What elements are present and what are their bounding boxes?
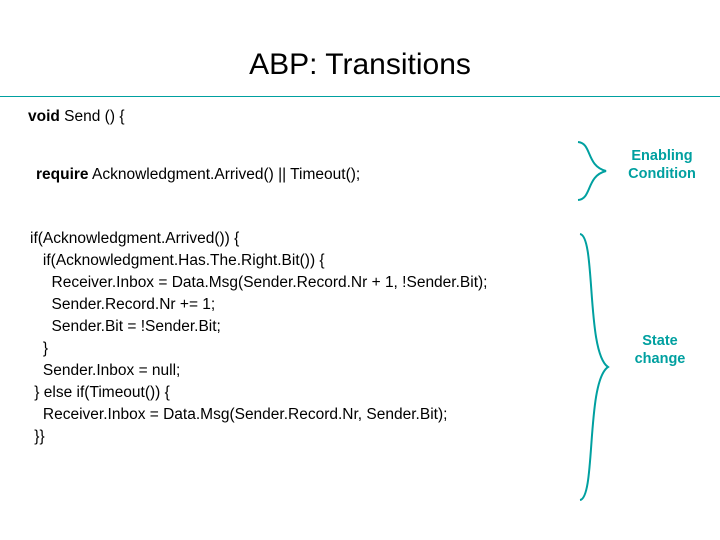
- callout-state-line1: State: [642, 333, 678, 349]
- page-title: ABP: Transitions: [249, 48, 471, 81]
- callout-state-change: State change: [612, 332, 708, 368]
- state-change-brace: [579, 233, 610, 501]
- enabling-brace: [577, 141, 607, 201]
- callout-state-line2: change: [634, 351, 686, 367]
- keyword-require: require: [36, 166, 89, 183]
- callout-enabling-condition: Enabling Condition: [608, 147, 716, 183]
- keyword-void: void: [28, 108, 60, 125]
- require-rest: Acknowledgment.Arrived() || Timeout();: [88, 166, 361, 183]
- code-block-body: if(Acknowledgment.Arrived()) { if(Acknow…: [30, 230, 488, 445]
- title-divider: [0, 96, 720, 97]
- code-line-signature: void Send () {: [28, 106, 125, 128]
- signature-rest: Send () {: [59, 108, 125, 125]
- code-line-require: require Acknowledgment.Arrived() || Time…: [36, 164, 360, 186]
- callout-enabling-line1: Enabling: [631, 148, 693, 164]
- callout-enabling-line2: Condition: [628, 166, 696, 182]
